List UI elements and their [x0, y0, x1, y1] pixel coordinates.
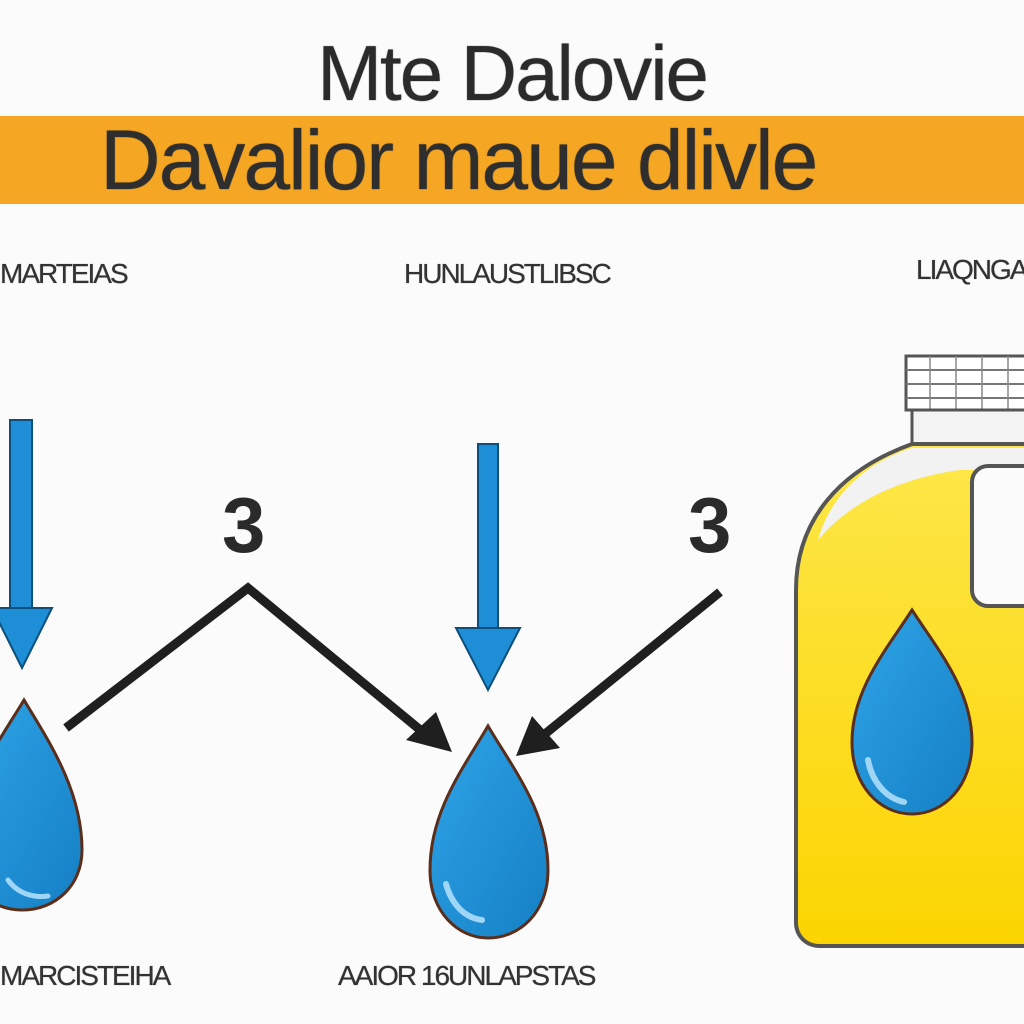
page-title: Mte Dalovie [317, 29, 709, 117]
water-drop-icon [0, 697, 84, 912]
number-right: 3 [688, 481, 732, 569]
label-center-bottom: AAIOR 16UNLAPSTAS [338, 960, 596, 991]
label-right-top: LIAQNGA [916, 254, 1024, 285]
banner-bar [0, 116, 1024, 204]
label-center-top: HUNLAUSTLIBSC [404, 258, 612, 289]
banner-text: Davalior maue dlivle [100, 113, 818, 207]
diagonal-arrow-icon [63, 582, 452, 752]
label-left-bottom: MARCISTEIHA [0, 960, 171, 991]
down-arrow-icon [0, 419, 54, 671]
jug-icon [794, 354, 1024, 948]
water-drop-icon [428, 723, 550, 940]
number-left: 3 [222, 481, 266, 569]
diagonal-arrow-icon [516, 588, 723, 756]
down-arrow-icon [454, 443, 522, 693]
label-left-top: MARTEIAS [0, 258, 129, 289]
